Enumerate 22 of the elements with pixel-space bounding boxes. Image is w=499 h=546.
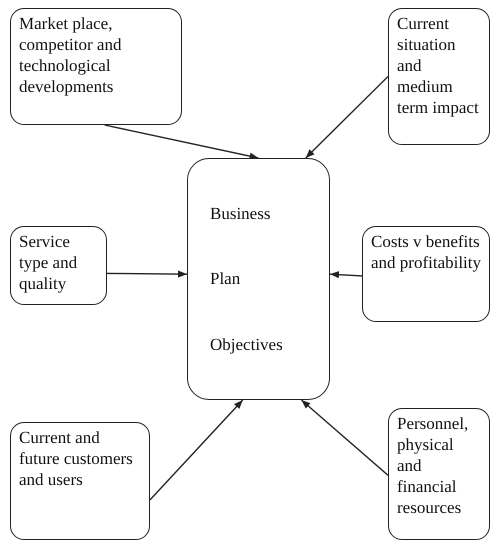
text-box [10,226,107,305]
box-text: Personnel, physical and financial resources [397,413,470,518]
arrow [107,270,187,278]
box-text: Costs v benefits and profitability [371,231,481,273]
arrow [300,399,388,476]
arrow [149,400,244,500]
box-text: Service type and quality [19,231,78,294]
text-box [10,8,182,125]
arrow [104,124,259,160]
arrow [330,271,362,278]
text-box [187,158,330,400]
text-box [388,408,490,540]
text-box [388,8,490,145]
box-text: Business [210,203,272,224]
box-text: Objectives [210,334,284,355]
text-box [362,226,490,322]
box-text: Plan [210,268,242,290]
arrow [305,76,388,158]
box-text: Market place, competitor and technological developments [19,13,122,97]
box-text: Current situation and medium term impact [397,13,480,118]
text-box [10,422,150,540]
box-text: Current and future customers and users [19,427,134,490]
